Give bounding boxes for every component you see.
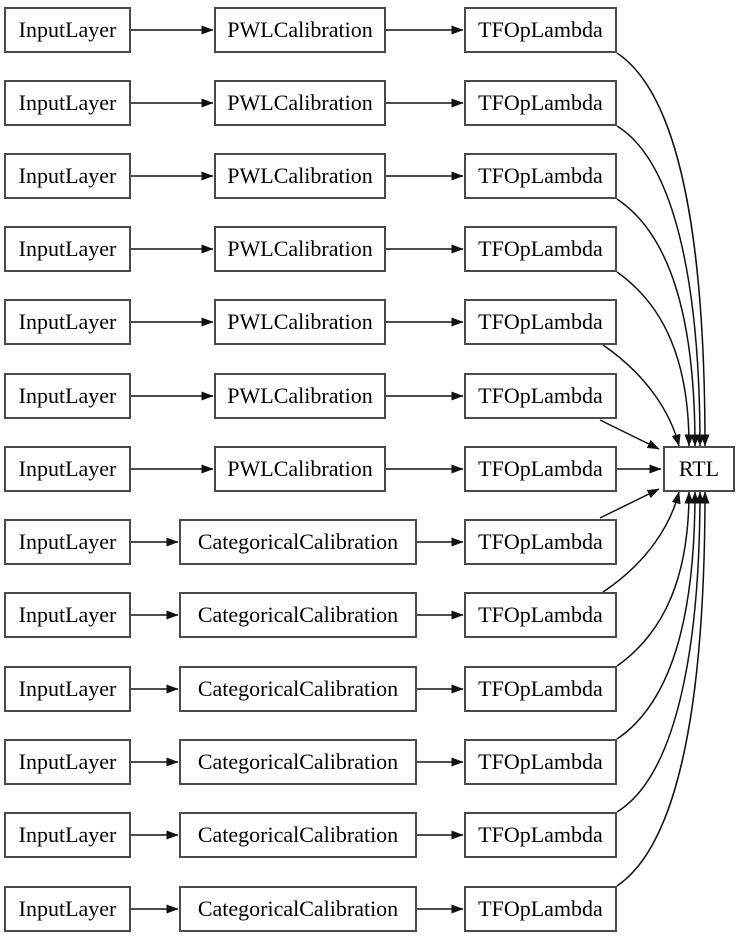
node-tfoplambda: TFOpLambda — [464, 666, 617, 712]
node-rtl: RTL — [663, 446, 735, 492]
edges-group — [131, 25, 710, 914]
edge-lambda-to-rtl — [599, 419, 660, 450]
edge-lambda-to-rtl — [616, 491, 700, 740]
node-categoricalcalibration: CategoricalCalibration — [179, 666, 417, 712]
node-inputlayer: InputLayer — [4, 812, 131, 858]
node-tfoplambda: TFOpLambda — [464, 299, 617, 345]
node-tfoplambda: TFOpLambda — [464, 592, 617, 638]
node-inputlayer: InputLayer — [4, 446, 131, 492]
node-inputlayer: InputLayer — [4, 373, 131, 419]
edge-lambda-to-rtl — [616, 491, 705, 813]
edge-lambda-to-rtl — [599, 488, 660, 519]
node-pwlcalibration: PWLCalibration — [214, 80, 386, 126]
node-tfoplambda: TFOpLambda — [464, 886, 617, 932]
node-tfoplambda: TFOpLambda — [464, 153, 617, 199]
edge-lambda-to-rtl — [616, 491, 694, 667]
edge-lambda-to-rtl — [616, 491, 710, 887]
node-pwlcalibration: PWLCalibration — [214, 299, 386, 345]
node-categoricalcalibration: CategoricalCalibration — [179, 886, 417, 932]
edge-lambda-to-rtl — [602, 491, 681, 593]
node-tfoplambda: TFOpLambda — [464, 446, 617, 492]
node-inputlayer: InputLayer — [4, 299, 131, 345]
node-pwlcalibration: PWLCalibration — [214, 226, 386, 272]
node-inputlayer: InputLayer — [4, 666, 131, 712]
node-inputlayer: InputLayer — [4, 226, 131, 272]
node-tfoplambda: TFOpLambda — [464, 373, 617, 419]
node-tfoplambda: TFOpLambda — [464, 7, 617, 53]
node-categoricalcalibration: CategoricalCalibration — [179, 592, 417, 638]
node-inputlayer: InputLayer — [4, 153, 131, 199]
node-pwlcalibration: PWLCalibration — [214, 7, 386, 53]
node-tfoplambda: TFOpLambda — [464, 80, 617, 126]
node-inputlayer: InputLayer — [4, 7, 131, 53]
node-categoricalcalibration: CategoricalCalibration — [179, 812, 417, 858]
node-inputlayer: InputLayer — [4, 739, 131, 785]
node-inputlayer: InputLayer — [4, 886, 131, 932]
node-pwlcalibration: PWLCalibration — [214, 373, 386, 419]
edge-lambda-to-rtl — [616, 271, 694, 447]
node-tfoplambda: TFOpLambda — [464, 519, 617, 565]
edge-lambda-to-rtl — [602, 344, 681, 447]
edge-lambda-to-rtl — [616, 52, 710, 447]
node-inputlayer: InputLayer — [4, 592, 131, 638]
node-categoricalcalibration: CategoricalCalibration — [179, 519, 417, 565]
node-pwlcalibration: PWLCalibration — [214, 153, 386, 199]
node-tfoplambda: TFOpLambda — [464, 812, 617, 858]
node-tfoplambda: TFOpLambda — [464, 226, 617, 272]
node-inputlayer: InputLayer — [4, 519, 131, 565]
node-pwlcalibration: PWLCalibration — [214, 446, 386, 492]
edge-lambda-to-rtl — [616, 125, 705, 447]
node-categoricalcalibration: CategoricalCalibration — [179, 739, 417, 785]
node-inputlayer: InputLayer — [4, 80, 131, 126]
node-tfoplambda: TFOpLambda — [464, 739, 617, 785]
edge-lambda-to-rtl — [616, 198, 700, 447]
